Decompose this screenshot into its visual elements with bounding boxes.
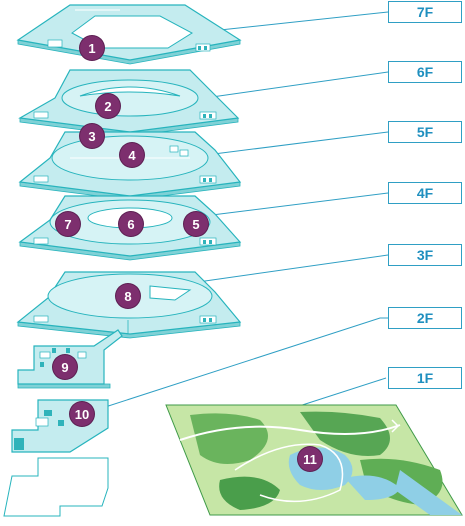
marker-7[interactable]: 7 — [56, 212, 80, 236]
floor-label-6f[interactable]: 6F — [388, 61, 462, 83]
marker-4[interactable]: 4 — [120, 143, 144, 167]
leader-lines — [95, 11, 389, 411]
marker-1[interactable]: 1 — [80, 36, 104, 60]
marker-5[interactable]: 5 — [184, 212, 208, 236]
marker-2[interactable]: 2 — [96, 94, 120, 118]
marker-11[interactable]: 11 — [298, 447, 322, 471]
marker-3[interactable]: 3 — [80, 124, 104, 148]
marker-9[interactable]: 9 — [53, 355, 77, 379]
floor-7f-plan — [16, 4, 242, 65]
marker-6[interactable]: 6 — [119, 212, 143, 236]
floor-6f-plan — [18, 69, 240, 137]
floor-label-1f[interactable]: 1F — [388, 367, 462, 389]
floor-label-4f[interactable]: 4F — [388, 182, 462, 204]
ground-outline — [3, 457, 109, 517]
floor-label-3f[interactable]: 3F — [388, 244, 462, 266]
floor-label-7f[interactable]: 7F — [388, 1, 462, 23]
floor-label-5f[interactable]: 5F — [388, 121, 462, 143]
marker-8[interactable]: 8 — [116, 284, 140, 308]
marker-10[interactable]: 10 — [70, 402, 94, 426]
floor-1f-plan — [11, 399, 109, 453]
floor-label-2f[interactable]: 2F — [388, 307, 462, 329]
